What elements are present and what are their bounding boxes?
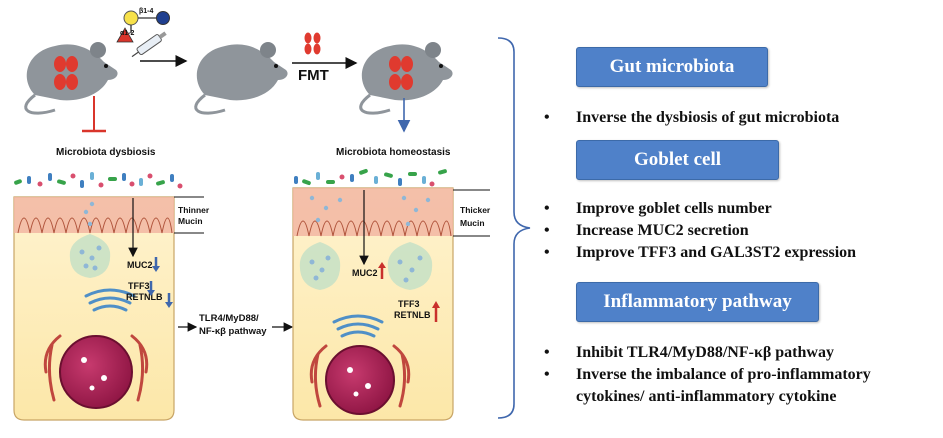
right-muc2-label: MUC2 [352,268,378,278]
right-goblet-cell-2 [387,242,433,290]
left-tff3-label: TFF3 [128,281,150,291]
right-mucin-annotation: Thicker Mucin [453,189,491,237]
left-mucin-label-2: Mucin [178,216,203,226]
list-item-continuation: cytokines/ anti-inflammatory cytokine [576,388,837,405]
list-item: •Improve TFF3 and GAL3ST2 expression [544,244,857,261]
right-epithelial-cell [292,187,454,421]
mouse-depleted-icon [194,42,288,115]
section-header-gut-microbiota: Gut microbiota [576,47,768,87]
glycan-syringe-icon: β1-4 α1-2 [116,8,170,58]
left-state-label: Microbiota dysbiosis [56,147,156,158]
left-golgi [84,288,136,312]
right-bacteria-layer [294,168,447,187]
right-muc2-up-arrow [378,262,386,279]
right-mucin-label-1: Thicker [460,205,491,215]
left-muc2-label: MUC2 [127,260,153,270]
left-nucleus [59,335,133,409]
right-state-label: Microbiota homeostasis [336,147,451,158]
right-mucin-label-2: Mucin [460,218,485,228]
section-header-goblet-cell: Goblet cell [576,140,779,180]
beta-linkage-label: β1-4 [139,8,153,15]
fmt-transfer: FMT [292,32,358,84]
pathway-label-line2: NF-κβ pathway [199,326,267,337]
fmt-label: FMT [298,67,329,84]
right-goblet-cell-1 [299,242,341,290]
mouse-dysbiosis-icon [24,42,118,115]
mouse-homeostasis-icon [359,42,453,115]
left-mucus-layer [14,197,174,233]
section-header-inflammatory-pathway: Inflammatory pathway [576,282,819,322]
list-item: •Increase MUC2 secretion [544,222,749,239]
left-retnlb-label: RETNLB [126,292,163,302]
left-mucin-label-1: Thinner [178,205,210,215]
right-retnlb-label: RETNLB [394,310,431,320]
summary-bracket [497,37,531,419]
inflammatory-pathway-list: •Inhibit TLR4/MyD88/NF-κβ pathway •Inver… [540,342,871,408]
left-muc2-down-arrow [152,257,160,272]
right-tff3-retnlb-up-arrow [432,301,440,322]
inhibit-connector [82,96,106,133]
pathway-label-line1: TLR4/MyD88/ [199,313,259,324]
right-tff3-label: TFF3 [398,299,420,309]
right-nucleus [325,345,395,415]
left-epithelial-cell [13,196,175,421]
alpha-linkage-label: α1-2 [120,30,135,37]
right-mucus-layer [293,188,453,236]
left-goblet-cell [69,234,111,278]
list-item: •Inhibit TLR4/MyD88/NF-κβ pathway [544,344,834,361]
left-tff3-down-arrow [147,281,155,296]
left-retnlb-down-arrow [165,293,173,308]
gut-microbiota-list: •Inverse the dysbiosis of gut microbiota [540,107,839,129]
list-item: •Improve goblet cells number [544,200,772,217]
left-mucin-annotation: Thinner Mucin [174,196,210,234]
list-item: •Inverse the imbalance of pro-inflammato… [544,366,871,383]
left-bacteria-layer [14,172,183,189]
goblet-cell-list: •Improve goblet cells number •Increase M… [540,198,856,264]
list-item: •Inverse the dysbiosis of gut microbiota [544,109,840,126]
right-golgi [332,314,384,338]
